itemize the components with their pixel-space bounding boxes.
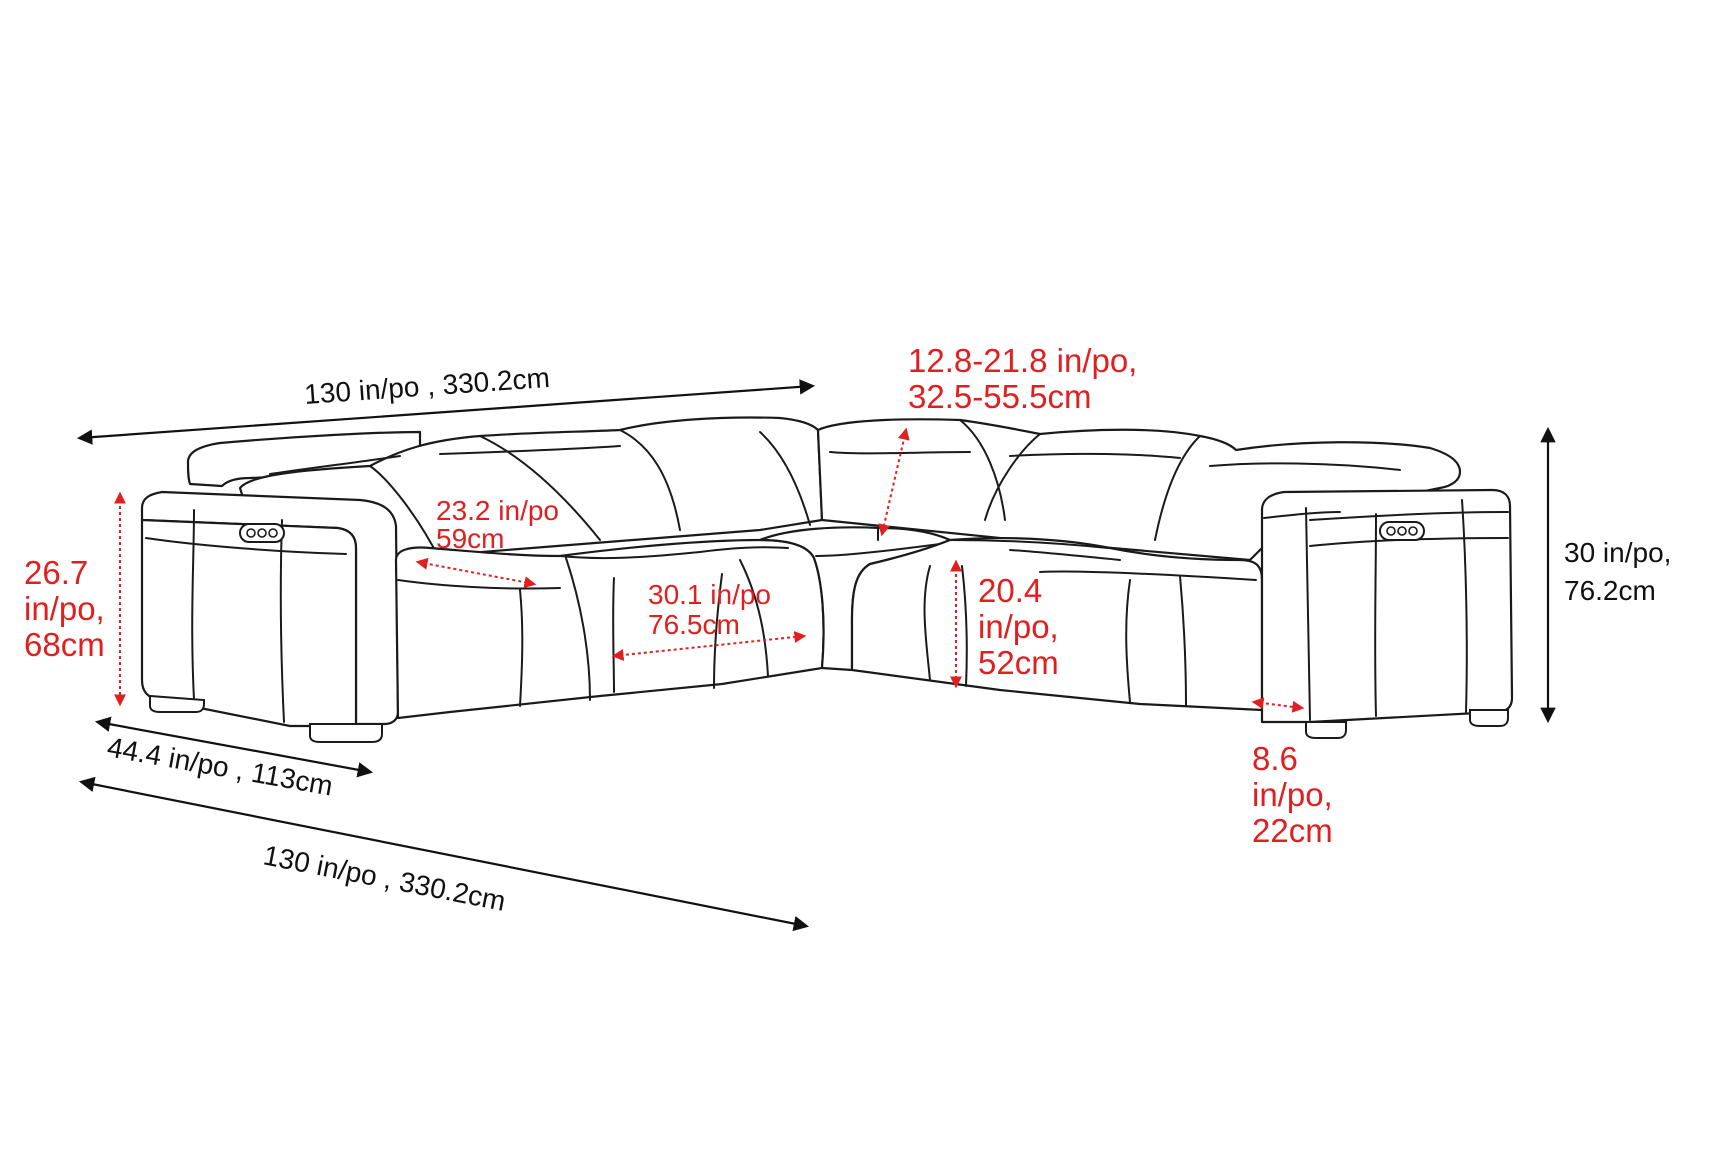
component-dimensions: 26.7 in/po, 68cm 12.8-21.8 in/po, 32.5-5…: [24, 342, 1333, 849]
headrest-adjust-line1: 12.8-21.8 in/po,: [908, 342, 1137, 379]
seat-height-line1: 20.4: [978, 572, 1042, 609]
arm-width-arrow: [1251, 697, 1305, 713]
depth-arrow: [94, 716, 374, 778]
seat-height-line3: 52cm: [978, 644, 1059, 681]
overall-height-line1: 30 in/po,: [1564, 537, 1671, 568]
seat-depth-line1: 23.2 in/po: [436, 495, 559, 526]
side-width-arrow: [78, 776, 810, 932]
arm-width-line1: 8.6: [1252, 740, 1298, 777]
seat-depth-arrow: [415, 557, 537, 589]
arm-width-line2: in/po,: [1252, 776, 1333, 813]
back-width-arrow: [76, 379, 816, 445]
seat-height-line2: in/po,: [978, 608, 1059, 645]
seat-depth-line2: 59cm: [436, 523, 504, 554]
headrest-adjust-line2: 32.5-55.5cm: [908, 378, 1091, 415]
arm-height-line1: 26.7: [24, 554, 88, 591]
arm-height-line3: 68cm: [24, 626, 105, 663]
left-arm-front: [140, 518, 358, 728]
seat-cushion-left-run: [394, 538, 825, 720]
left-arm-foot-back: [149, 694, 205, 713]
sofa-outline: [140, 416, 1514, 743]
right-arm-foot-back: [1469, 709, 1509, 727]
arm-height-line2: in/po,: [24, 590, 105, 627]
left-arm-foot-front: [309, 723, 383, 743]
seat-width-line1: 30.1 in/po: [648, 579, 771, 610]
depth-label: 44.4 in/po , 113cm: [105, 731, 335, 801]
right-arm-foot-front: [1305, 721, 1347, 739]
back-width-label: 130 in/po , 330.2cm: [303, 362, 551, 410]
arm-width-line3: 22cm: [1252, 812, 1333, 849]
seat-width-arrow: [611, 631, 807, 661]
side-width-label: 130 in/po , 330.2cm: [261, 839, 508, 916]
seat-width-line2: 76.5cm: [648, 609, 740, 640]
overall-height-line2: 76.2cm: [1564, 575, 1656, 606]
